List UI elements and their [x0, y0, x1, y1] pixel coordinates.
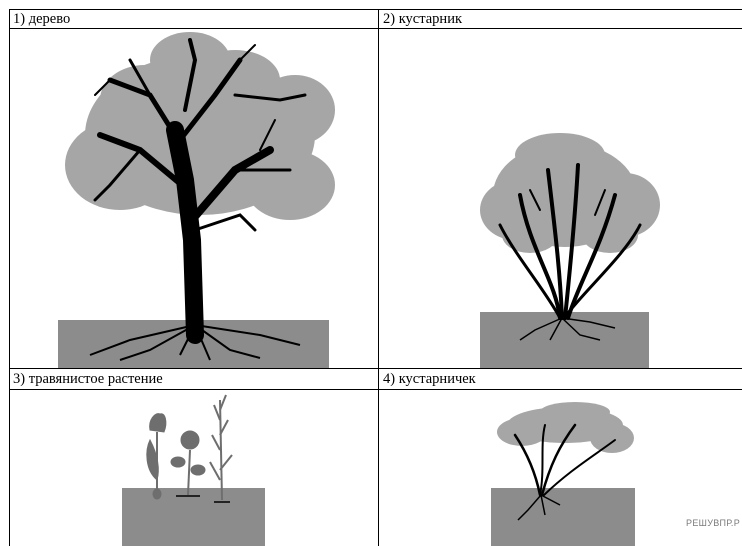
header-underline-bottom — [9, 389, 742, 390]
table-border-top — [9, 9, 742, 10]
cell-label-shrub: 2) кустарник — [383, 11, 462, 27]
subshrub-foliage — [497, 402, 634, 453]
cell-label-subshrub: 4) кустарничек — [383, 371, 476, 387]
tree-trunk — [93, 38, 307, 344]
tulip — [146, 413, 167, 500]
cell-label-tree: 1) дерево — [13, 11, 71, 27]
table-divider-vertical — [378, 9, 379, 546]
herb-ground — [122, 488, 265, 546]
table-divider-horizontal — [9, 368, 742, 369]
daisy — [170, 430, 206, 497]
plant-forms-table: 1) дерево 2) кустарник 3) травянистое ра… — [9, 9, 742, 546]
shrub-roots — [519, 317, 616, 341]
subshrub-stems — [513, 423, 616, 497]
cell-label-herb: 3) травянистое растение — [13, 371, 163, 387]
tree-roots — [89, 324, 301, 361]
shrub-stems — [498, 163, 642, 320]
table-border-left — [9, 9, 10, 546]
subshrub-ground — [491, 488, 635, 546]
watermark-text: РЕШУВПР.Р — [686, 518, 740, 528]
header-underline-top — [9, 28, 742, 29]
grass — [209, 394, 233, 503]
subshrub-roots — [517, 494, 561, 521]
